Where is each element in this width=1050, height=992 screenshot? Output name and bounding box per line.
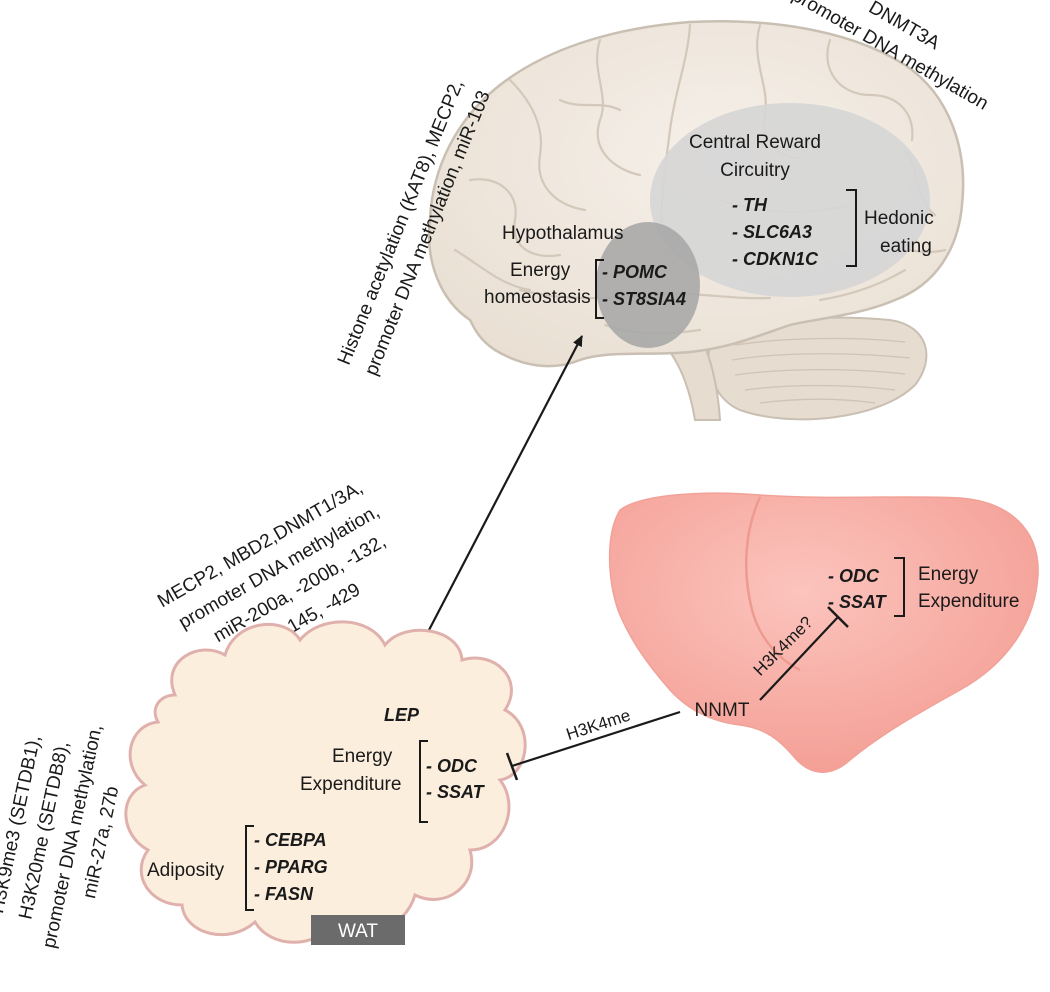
central-reward-region bbox=[650, 103, 930, 297]
wat-energy-gene-2: - SSAT bbox=[426, 782, 486, 802]
hypo-gene-1: - POMC bbox=[602, 262, 668, 282]
lep-gene: LEP bbox=[384, 705, 420, 725]
wat-badge-label: WAT bbox=[338, 921, 378, 942]
brainstem bbox=[657, 333, 722, 421]
reward-gene-3: - CDKN1C bbox=[732, 249, 819, 269]
adiposity-gene-1: - CEBPA bbox=[254, 830, 327, 850]
nnmt-to-liver-inhibition bbox=[759, 616, 839, 701]
wat-inhibition-bar bbox=[505, 752, 519, 781]
adiposity-label: Adiposity bbox=[147, 860, 225, 881]
adiposity-gene-3: - FASN bbox=[254, 884, 314, 904]
liver-inhibition-bar bbox=[827, 606, 849, 628]
liver-gene-1: - ODC bbox=[828, 566, 880, 586]
brain-labels: Central Reward Circuitry - TH - SLC6A3 -… bbox=[484, 132, 934, 319]
liver-fissure bbox=[744, 496, 801, 672]
nnmt-label: NNMT bbox=[695, 700, 750, 721]
reward-title-line1: Central Reward bbox=[689, 132, 821, 153]
energy-homeostasis-line2: homeostasis bbox=[484, 287, 591, 308]
hypothalamus-label: Hypothalamus bbox=[502, 223, 623, 244]
hypo-gene-2: - ST8SIA4 bbox=[602, 289, 686, 309]
nnmt-to-wat-inhibition bbox=[511, 710, 681, 768]
wat-cloud bbox=[124, 620, 527, 944]
adiposity-bracket bbox=[245, 825, 254, 911]
reward-bracket bbox=[846, 189, 857, 267]
wat-energy-line2: Expenditure bbox=[300, 774, 401, 795]
wat-energy-gene-1: - ODC bbox=[426, 756, 478, 776]
hedonic-line2: eating bbox=[880, 236, 932, 257]
leptin-arrow bbox=[402, 335, 583, 681]
liver-energy-line1: Energy bbox=[918, 564, 979, 585]
wat-energy-bracket bbox=[419, 740, 428, 823]
wat-badge bbox=[311, 915, 405, 945]
liver-labels: - ODC - SSAT Energy Expenditure bbox=[828, 557, 1019, 617]
energy-homeostasis-line1: Energy bbox=[510, 260, 571, 281]
wat-left-annotation: H3K9me3 (SETDB1), H3K20me (SETDB8), prom… bbox=[0, 723, 123, 950]
adiposity-gene-2: - PPARG bbox=[254, 857, 328, 877]
hypothalamus-region bbox=[596, 222, 700, 348]
brain-illustration bbox=[427, 20, 965, 421]
liver-energy-line2: Expenditure bbox=[918, 591, 1019, 612]
liver-gene-2: - SSAT bbox=[828, 592, 888, 612]
hedonic-line1: Hedonic bbox=[864, 208, 934, 229]
liver-bracket bbox=[894, 557, 905, 617]
wat-labels: LEP Energy Expenditure - ODC - SSAT Adip… bbox=[147, 705, 486, 945]
wat-energy-line1: Energy bbox=[332, 746, 393, 767]
reward-title-line2: Circuitry bbox=[720, 160, 790, 181]
reward-gene-2: - SLC6A3 bbox=[732, 222, 812, 242]
wat-cloud-shape bbox=[124, 620, 527, 944]
hypothalamus-bracket bbox=[595, 259, 604, 319]
reward-gene-1: - TH bbox=[732, 195, 768, 215]
cerebellum-folds bbox=[731, 337, 911, 404]
